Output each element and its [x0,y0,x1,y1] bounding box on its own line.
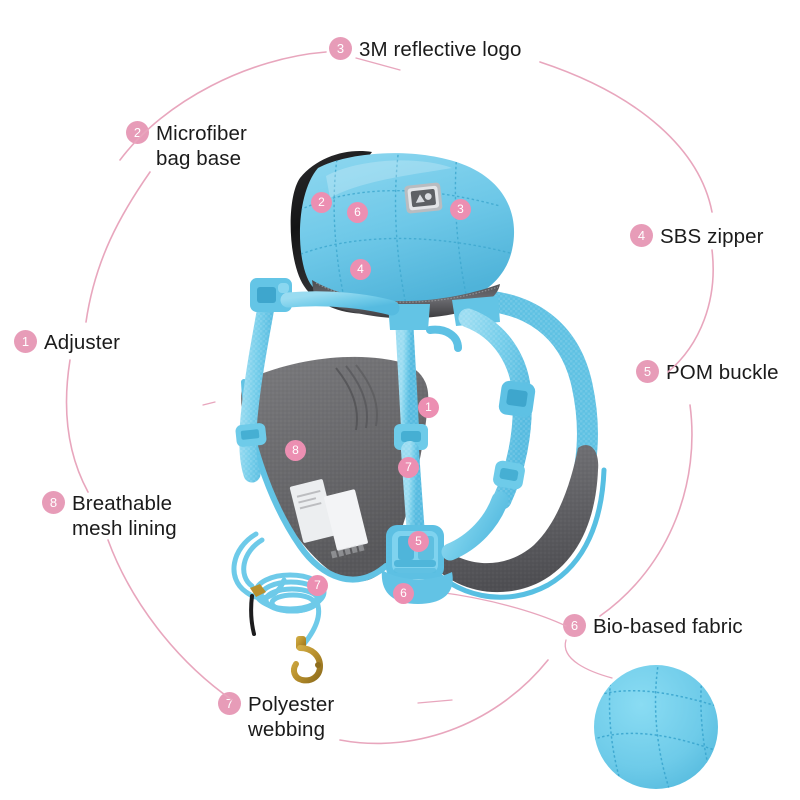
line-2 [85,171,151,323]
callout-badge-4: 4 [630,224,653,247]
callout-label-7: Polyester webbing [248,693,335,741]
leader-7 [417,699,453,704]
marker-pom-buckle: 5 [408,531,429,552]
callout-label-4: SBS zipper [660,225,764,248]
callout-badge-6: 6 [563,614,586,637]
callout-microfiber-bag-base[interactable]: 2 Microfiber bag base [126,121,247,171]
callout-badge-5: 5 [636,360,659,383]
callout-badge-7: 7 [218,692,241,715]
marker-sbs-zipper: 4 [350,259,371,280]
line-4-to-5 [667,249,714,373]
callout-label-2: Microfiber bag base [156,122,247,170]
marker-polyester-webbing-strap: 7 [398,457,419,478]
marker-bio-based-fabric-base: 6 [393,583,414,604]
callout-sbs-zipper[interactable]: 4 SBS zipper [630,224,764,249]
marker-adjuster: 1 [418,397,439,418]
callout-adjuster[interactable]: 1 Adjuster [14,330,120,355]
marker-breathable-mesh-lining: 8 [285,440,306,461]
leader-1 [202,401,216,406]
callout-reflective-logo[interactable]: 3 3M reflective logo [329,37,521,62]
line-5-to-6 [599,404,693,617]
leader-3-left [355,57,401,71]
callout-label-8: Breathable mesh lining [72,492,177,540]
leader-6-zoom [564,639,613,679]
marker-polyester-webbing-leash: 7 [307,575,328,596]
callout-label-1: Adjuster [44,331,121,354]
line-7-to-6 [339,659,549,745]
callout-badge-3: 3 [329,37,352,60]
line-3-right [539,61,713,213]
callout-polyester-webbing[interactable]: 7 Polyester webbing [218,692,334,742]
line-8-to-7 [107,539,233,701]
callout-label-3: 3M reflective logo [359,38,522,61]
marker-reflective-logo: 3 [450,199,471,220]
callout-badge-2: 2 [126,121,149,144]
marker-bio-based-fabric-bag: 6 [347,202,368,223]
callout-label-6: Bio-based fabric [593,615,743,638]
callout-bio-based-fabric[interactable]: 6 Bio-based fabric [563,614,743,639]
callout-badge-1: 1 [14,330,37,353]
callout-pom-buckle[interactable]: 5 POM buckle [636,360,779,385]
leader-6-product [437,591,567,627]
marker-microfiber-bag-base: 2 [311,192,332,213]
bio-based-fabric-zoom [594,665,718,789]
callout-breathable-mesh-lining[interactable]: 8 Breathable mesh lining [42,491,177,541]
callout-label-5: POM buckle [666,361,779,384]
line-8 [65,359,89,493]
callout-badge-8: 8 [42,491,65,514]
line-3 [119,51,327,161]
